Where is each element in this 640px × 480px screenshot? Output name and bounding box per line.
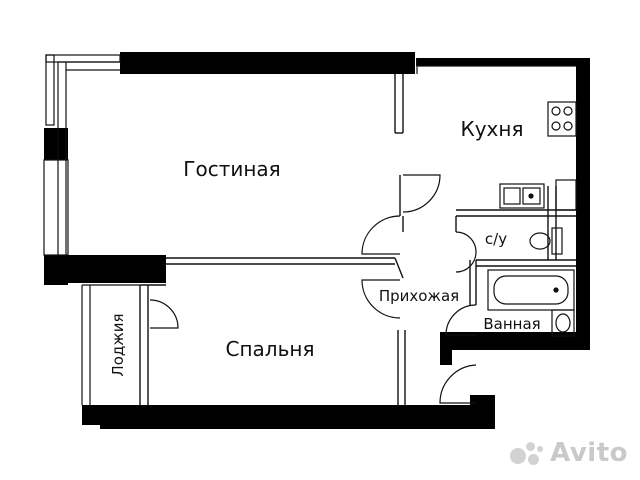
toilet-icon — [529, 227, 563, 255]
room-label-hall: Прихожая — [379, 287, 459, 305]
room-label-toilet: с/у — [485, 230, 507, 248]
room-label-bedroom: Спальня — [226, 337, 315, 361]
room-label-living: Гостиная — [183, 157, 280, 181]
exterior-walls — [44, 52, 590, 429]
washbasin-icon — [551, 309, 575, 337]
windows — [43, 54, 576, 405]
kitchen-counter — [555, 179, 577, 211]
room-label-loggia: Лоджия — [109, 313, 127, 376]
avito-watermark: Avito — [510, 438, 628, 468]
avito-wordmark: Avito — [550, 438, 628, 468]
avito-logo-icon — [510, 440, 544, 466]
room-label-kitchen: Кухня — [461, 117, 524, 141]
kitchen-sink-icon — [499, 183, 545, 209]
bathtub-icon — [487, 269, 575, 311]
doors — [149, 174, 477, 404]
stove-icon — [547, 101, 577, 137]
room-label-bathroom: Ванная — [483, 315, 540, 333]
